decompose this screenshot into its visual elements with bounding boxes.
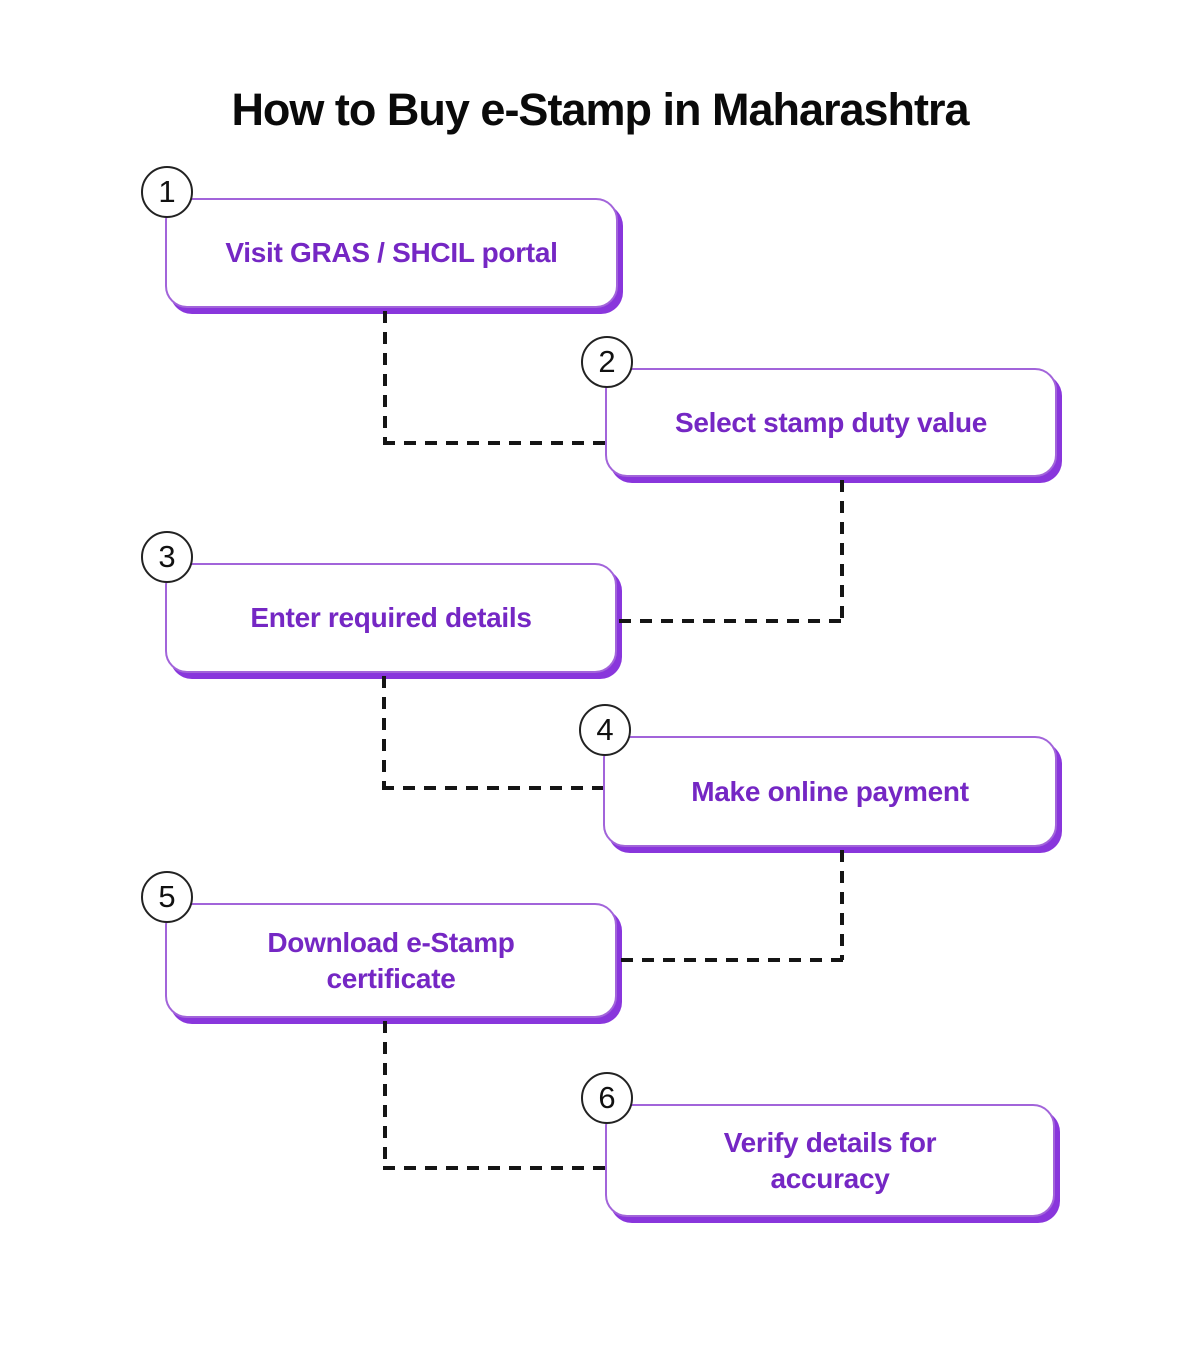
connector-3-4-vertical: [382, 676, 386, 788]
step-label-3: Enter required details: [250, 602, 532, 634]
step-box-5: 5 Download e-Stamp certificate: [141, 871, 617, 1018]
connector-1-2-vertical: [383, 311, 387, 443]
step-box-1: 1 Visit GRAS / SHCIL portal: [141, 166, 618, 308]
step-label-1: Visit GRAS / SHCIL portal: [225, 237, 558, 269]
connector-2-3-horizontal: [619, 619, 844, 623]
connector-2-3-vertical: [840, 480, 844, 621]
step-label-6: Verify details for accuracy: [723, 1126, 937, 1194]
connector-4-5-vertical: [840, 850, 844, 960]
connector-1-2-horizontal: [383, 441, 605, 445]
connector-5-6-vertical: [383, 1021, 387, 1168]
connector-4-5-horizontal: [621, 958, 844, 962]
step-number-badge-2: 2: [581, 336, 633, 388]
step-number-badge-5: 5: [141, 871, 193, 923]
step-box-4: 4 Make online payment: [579, 704, 1057, 847]
connector-5-6-horizontal: [383, 1166, 605, 1170]
step-label-4: Make online payment: [691, 775, 969, 807]
connector-3-4-horizontal: [382, 786, 603, 790]
step-label-5: Download e-Stamp certificate: [267, 926, 515, 994]
step-number-badge-4: 4: [579, 704, 631, 756]
step-label-2: Select stamp duty value: [674, 406, 988, 438]
step-number-badge-3: 3: [141, 531, 193, 583]
step-number-badge-1: 1: [141, 166, 193, 218]
step-box-6: 6 Verify details for accuracy: [581, 1072, 1055, 1217]
step-number-badge-6: 6: [581, 1072, 633, 1124]
page-title: How to Buy e-Stamp in Maharashtra: [231, 84, 969, 135]
step-box-3: 3 Enter required details: [141, 531, 617, 673]
step-box-2: 2 Select stamp duty value: [581, 336, 1057, 477]
